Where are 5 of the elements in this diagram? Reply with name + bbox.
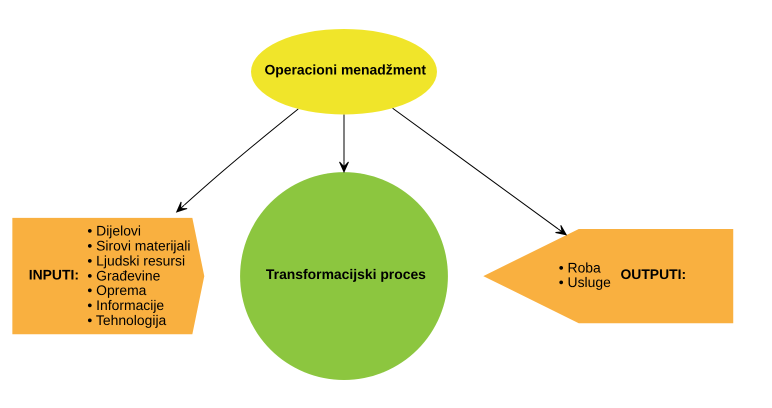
- arrow: [176, 108, 299, 212]
- arrow: [392, 107, 567, 235]
- arrow: [339, 114, 349, 172]
- node-circle: Transformacijski proces: [240, 172, 448, 380]
- node-ellipse: Operacioni menadžment: [251, 28, 437, 114]
